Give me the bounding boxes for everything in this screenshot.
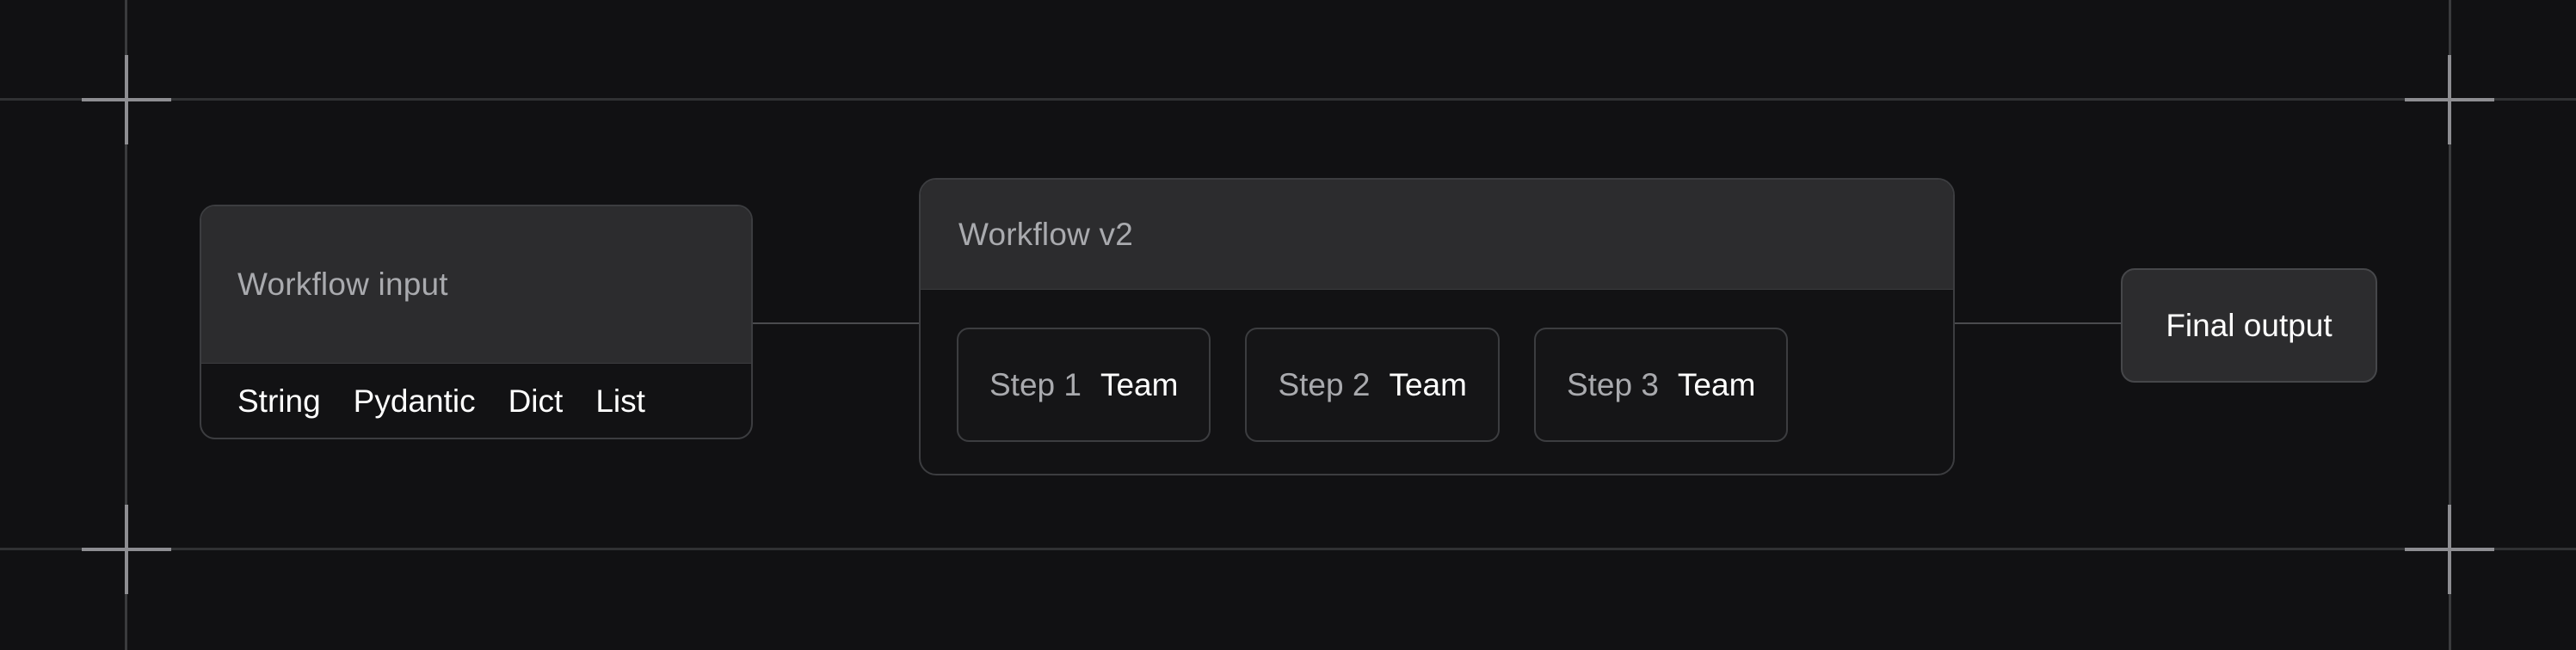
node-workflow-v2-header: Workflow v2 [921, 180, 1953, 290]
workflow-step-1[interactable]: Step 1 Team [957, 328, 1211, 442]
workflow-step-2[interactable]: Step 2 Team [1245, 328, 1500, 442]
input-type-string[interactable]: String [237, 383, 321, 419]
edge-input-to-workflow [751, 322, 921, 324]
input-type-list[interactable]: List [595, 383, 645, 419]
guide-line-vertical-right [2449, 0, 2451, 650]
workflow-steps-row: Step 1 Team Step 2 Team Step 3 Team [921, 290, 1953, 442]
input-type-pydantic[interactable]: Pydantic [353, 383, 476, 419]
node-workflow-input-body: String Pydantic Dict List [201, 364, 751, 438]
workflow-step-2-label: Step 2 [1278, 366, 1371, 402]
node-workflow-input-header: Workflow input [201, 206, 751, 364]
guide-line-horizontal-top [0, 98, 2576, 101]
input-type-dict[interactable]: Dict [508, 383, 564, 419]
guide-line-horizontal-bottom [0, 548, 2576, 550]
workflow-step-1-label: Step 1 [989, 366, 1082, 402]
workflow-step-3-label: Step 3 [1566, 366, 1659, 402]
workflow-step-1-value: Team [1100, 366, 1179, 402]
node-workflow-v2-title: Workflow v2 [958, 216, 1134, 252]
workflow-step-2-value: Team [1389, 366, 1467, 402]
node-workflow-input-title: Workflow input [237, 267, 448, 302]
node-workflow-v2[interactable]: Workflow v2 Step 1 Team Step 2 Team Step… [919, 178, 1955, 475]
guide-line-vertical-left [125, 0, 127, 650]
node-workflow-input[interactable]: Workflow input String Pydantic Dict List [200, 205, 753, 439]
node-final-output[interactable]: Final output [2121, 268, 2377, 383]
edge-workflow-to-output [1953, 322, 2123, 324]
workflow-step-3[interactable]: Step 3 Team [1533, 328, 1789, 442]
node-final-output-label: Final output [2166, 307, 2333, 343]
workflow-step-3-value: Team [1677, 366, 1756, 402]
